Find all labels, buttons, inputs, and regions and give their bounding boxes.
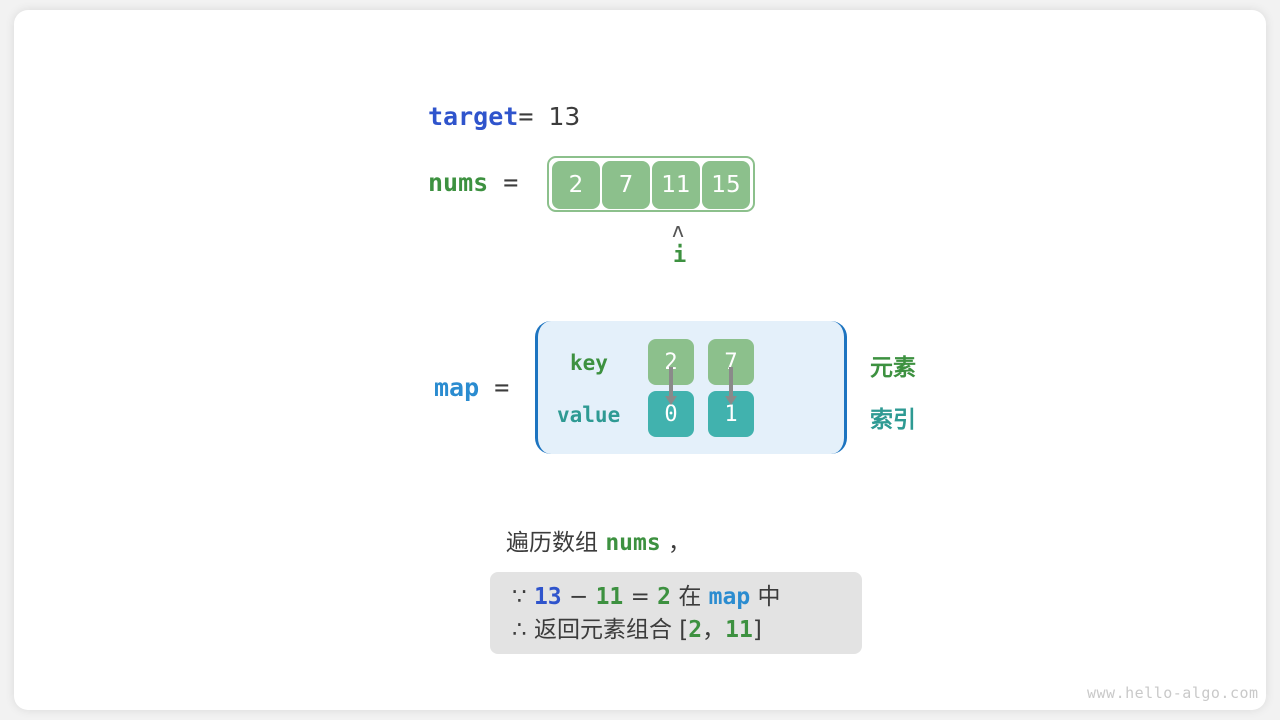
therefore-symbol: ∴ bbox=[512, 617, 527, 643]
pointer-index-label: i bbox=[673, 243, 687, 268]
note-bracket-close: ] bbox=[752, 617, 762, 643]
note-line-premise: ∵ 13 − 11 = 2 在 map 中 bbox=[512, 581, 840, 614]
caption-text: 遍历数组 nums ， bbox=[506, 523, 691, 557]
nums-array-container: 2 7 11 15 bbox=[547, 156, 755, 212]
target-variable-row: target= 13 bbox=[428, 102, 580, 131]
note-bracket-open: [ bbox=[679, 617, 689, 643]
map-variable-name: map bbox=[434, 373, 480, 402]
hashmap-value-row-label: value bbox=[557, 403, 621, 427]
note-target-value: 13 bbox=[533, 584, 562, 610]
array-cell: 2 bbox=[552, 161, 600, 209]
caption-suffix: ， bbox=[668, 530, 692, 556]
caption-prefix: 遍历数组 bbox=[506, 530, 598, 556]
hashmap-key-meaning-label: 元素 bbox=[870, 355, 916, 381]
hashmap-entry-column: 2 0 bbox=[648, 339, 694, 437]
because-symbol: ∵ bbox=[512, 584, 527, 610]
key-to-value-arrow-icon bbox=[725, 367, 737, 405]
array-cell: 11 bbox=[652, 161, 700, 209]
note-within-word: 中 bbox=[757, 584, 781, 610]
hashmap-key-row-label: key bbox=[570, 351, 608, 375]
note-box: ∵ 13 − 11 = 2 在 map 中 ∴ 返回元素组合 [2，11] bbox=[490, 572, 862, 654]
note-line-conclusion: ∴ 返回元素组合 [2，11] bbox=[512, 614, 840, 647]
note-map-keyword: map bbox=[708, 584, 751, 610]
hashmap-value-meaning-label: 索引 bbox=[870, 407, 916, 433]
note-in-word: 在 bbox=[678, 584, 702, 610]
watermark-url: www.hello-algo.com bbox=[1087, 684, 1259, 702]
map-equals-sign: = bbox=[494, 373, 510, 402]
nums-equals-sign: = bbox=[503, 168, 519, 197]
note-conclusion-text: 返回元素组合 bbox=[533, 617, 672, 643]
note-equals-sign: = bbox=[630, 584, 650, 610]
target-equals-sign: = bbox=[518, 102, 534, 131]
hashmap-value-cell: 0 bbox=[648, 391, 694, 437]
map-variable-row: map = bbox=[434, 373, 509, 402]
note-result-first: 2 bbox=[688, 617, 703, 643]
pointer-caret-icon: ʌ bbox=[672, 218, 685, 242]
caption-code-nums: nums bbox=[605, 530, 661, 556]
note-result-second: 11 bbox=[725, 617, 753, 643]
nums-variable-name: nums bbox=[428, 168, 489, 197]
array-cell: 15 bbox=[702, 161, 750, 209]
target-variable-name: target bbox=[428, 102, 519, 131]
hashmap-entry-column: 7 1 bbox=[708, 339, 754, 437]
array-cell: 7 bbox=[602, 161, 650, 209]
white-card: target= 13 nums = 2 7 11 15 ʌ i map = ke… bbox=[14, 10, 1266, 710]
note-complement-value: 2 bbox=[657, 584, 672, 610]
target-value: 13 bbox=[548, 102, 581, 131]
note-minus-sign: − bbox=[568, 584, 589, 610]
key-to-value-arrow-icon bbox=[665, 367, 677, 405]
note-result-comma: ， bbox=[702, 617, 726, 643]
nums-variable-row: nums = bbox=[428, 168, 518, 197]
note-current-element: 11 bbox=[595, 584, 624, 610]
